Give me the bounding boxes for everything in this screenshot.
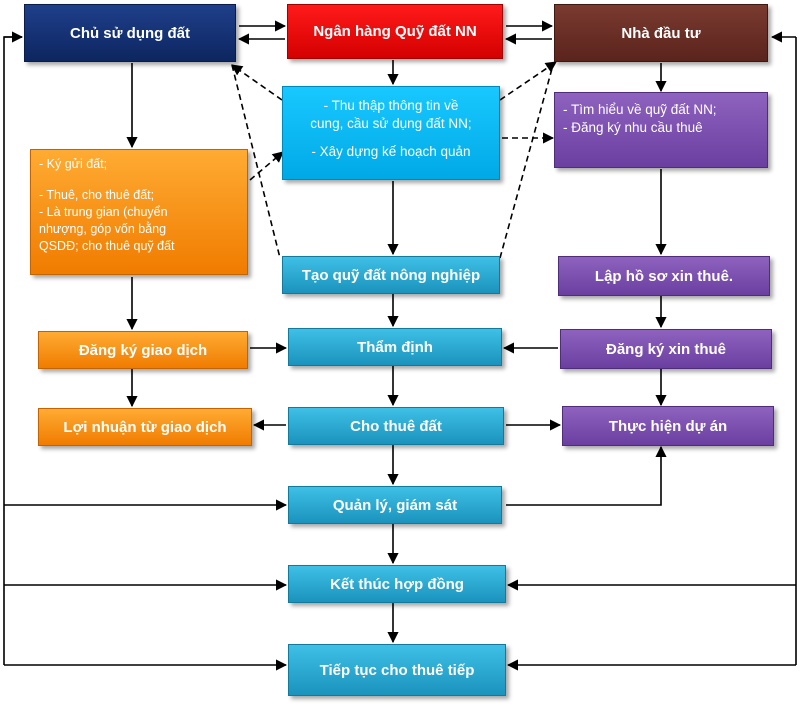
land-user-box: Chủ sử dụng đất <box>24 4 236 62</box>
collect-info-line-1: - Thu thập thông tin về <box>323 98 459 113</box>
arrow-manage-to-implement <box>506 445 667 506</box>
continue-lease-box: Tiếp tục cho thuê tiếp <box>288 644 506 696</box>
lease-land-box: Cho thuê đất <box>288 407 504 445</box>
loop-left <box>3 36 22 665</box>
investor-label: Nhà đầu tư <box>621 24 701 42</box>
manage-supervise-box: Quản lý, giám sát <box>288 486 502 524</box>
land-user-label: Chủ sử dụng đất <box>69 24 190 42</box>
create-fund-box: Tạo quỹ đất nông nghiệp <box>282 256 500 294</box>
investor-box: Nhà đầu tư <box>554 4 768 62</box>
manage-supervise-label: Quản lý, giám sát <box>332 496 458 514</box>
user-options-line-1: - Ký gửi đất; <box>39 157 108 171</box>
lease-land-label: Cho thuê đất <box>350 417 442 435</box>
appraisal-label: Thẩm định <box>357 338 433 356</box>
user-options-box: - Ký gửi đất; - Thuê, cho thuê đất; - Là… <box>30 149 248 275</box>
dash-collect-to-user <box>231 64 283 101</box>
dash-options-to-collect <box>249 151 284 181</box>
investor-research-line-2: - Đăng ký nhu cầu thuê <box>563 120 703 136</box>
land-bank-box: Ngân hàng Quỹ đất NN <box>287 4 503 59</box>
dash-user-to-fund <box>231 64 281 259</box>
user-options-line-2: - Thuê, cho thuê đất; <box>39 187 155 202</box>
register-rent-label: Đăng ký xin thuê <box>605 340 727 358</box>
prepare-docs-label: Lập hồ sơ xin thuê. <box>594 267 734 285</box>
dash-fund-to-investor <box>499 64 554 259</box>
implement-project-box: Thực hiện dự án <box>562 406 774 446</box>
investor-research-line-1: - Tìm hiểu về quỹ đất NN; <box>563 102 717 117</box>
end-contract-label: Kết thúc hợp đồng <box>330 575 464 593</box>
land-bank-label: Ngân hàng Quỹ đất NN <box>313 23 477 40</box>
user-options-line-4: nhượng, góp vốn bằng <box>39 221 167 236</box>
create-fund-label: Tạo quỹ đất nông nghiệp <box>301 266 481 284</box>
user-options-line-3: - Là trung gian (chuyển <box>39 204 168 219</box>
transaction-profit-box: Lợi nhuận từ giao dịch <box>38 408 252 446</box>
transaction-profit-label: Lợi nhuận từ giao dịch <box>63 418 227 436</box>
end-contract-box: Kết thúc hợp đồng <box>288 565 506 603</box>
appraisal-box: Thẩm định <box>288 328 502 366</box>
user-options-line-5: QSDĐ; cho thuê quỹ đất <box>39 238 175 253</box>
register-rent-box: Đăng ký xin thuê <box>560 329 772 369</box>
collect-info-box: - Thu thập thông tin về cung, cầu sử dụn… <box>282 86 500 180</box>
dash-collect-to-investor <box>499 61 557 101</box>
investor-research-box: - Tìm hiểu về quỹ đất NN; - Đăng ký nhu … <box>554 92 768 168</box>
register-transaction-box: Đăng ký giao dịch <box>38 331 248 369</box>
continue-lease-label: Tiếp tục cho thuê tiếp <box>319 661 475 679</box>
collect-info-line-3: - Xây dựng kế hoạch quản <box>311 144 471 160</box>
prepare-docs-box: Lập hồ sơ xin thuê. <box>558 256 770 296</box>
collect-info-line-2: cung, cầu sử dụng đất NN; <box>310 116 472 132</box>
register-transaction-label: Đăng ký giao dịch <box>78 341 208 359</box>
implement-project-label: Thực hiện dự án <box>608 417 728 435</box>
